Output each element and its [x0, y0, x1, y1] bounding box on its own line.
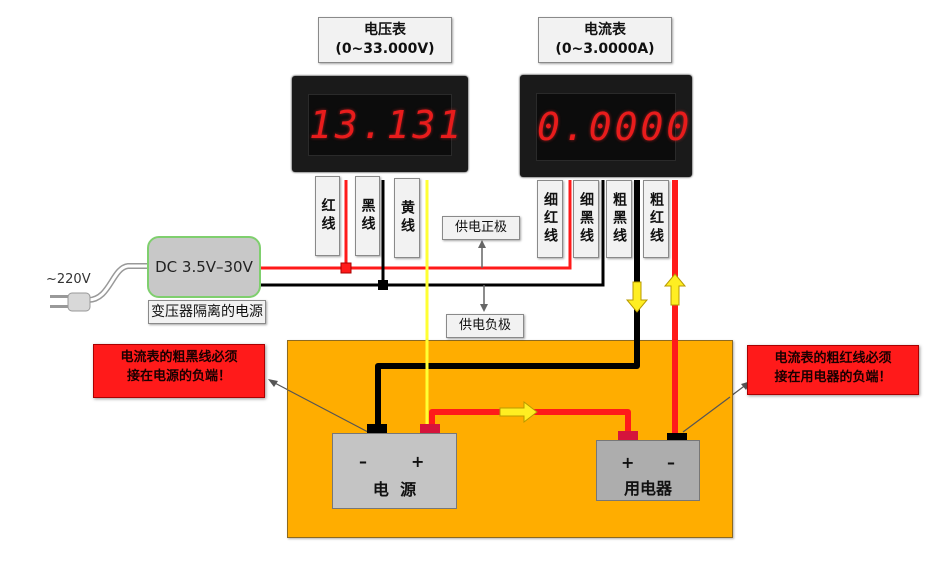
down-arrow-icon — [625, 281, 649, 313]
load-label: 用电器 — [623, 479, 672, 498]
left-warning-line-2: 接在电源的负端！ — [126, 369, 231, 384]
red-junction — [340, 262, 352, 274]
red-supply-wire — [261, 180, 572, 270]
source-minus-sign: – — [359, 452, 367, 471]
voltmeter-wire-label-black: 黑线 — [355, 176, 380, 256]
left-warning-line-1: 电流表的粗黑线必须 — [120, 350, 238, 365]
negative-supply-label: 供电负极 — [446, 314, 524, 338]
voltmeter-wire-label-yellow: 黄线 — [394, 178, 420, 258]
ammeter: 0.0000 — [520, 75, 692, 177]
voltmeter-range: (0~33.000V) — [335, 41, 435, 57]
load-plus-sign: + — [621, 453, 635, 472]
ammeter-reading: 0.0000 — [537, 105, 693, 149]
ac-input-label: ~220V — [46, 272, 91, 287]
black-supply-wire — [261, 180, 605, 287]
voltmeter: 13.131 — [292, 76, 468, 172]
source-label: 电 源 — [372, 480, 417, 499]
right-warning-line-2: 接在用电器的负端！ — [774, 370, 892, 385]
load-device: + – 用电器 — [596, 440, 700, 501]
ammeter-wire-label-thin-black: 细黑线 — [573, 180, 599, 258]
voltmeter-title-box: 电压表 (0~33.000V) — [318, 17, 452, 63]
load-minus-sign: – — [667, 453, 675, 472]
load-negative-terminal — [667, 433, 687, 443]
ammeter-range: (0~3.0000A) — [555, 41, 655, 57]
voltmeter-reading: 13.131 — [309, 103, 465, 147]
ammeter-title: 电流表 — [584, 22, 626, 38]
black-junction — [378, 280, 388, 290]
down-pointer-icon — [480, 304, 488, 312]
dc-power-supply: DC 3.5V–30V — [147, 236, 261, 298]
source-plus-sign: + — [411, 452, 425, 471]
ammeter-wire-label-thin-red: 细红线 — [537, 180, 563, 258]
voltmeter-wire-label-red: 红线 — [315, 176, 340, 256]
load-positive-terminal — [618, 431, 638, 441]
voltmeter-title: 电压表 — [364, 22, 406, 38]
ammeter-wire-label-thick-red: 粗红线 — [643, 180, 669, 258]
right-warning: 电流表的粗红线必须 接在用电器的负端！ — [747, 345, 919, 395]
left-warning: 电流表的粗黑线必须 接在电源的负端！ — [93, 344, 265, 398]
power-source: – + 电 源 — [332, 433, 457, 509]
left-warning-pointer-icon — [268, 379, 278, 387]
up-pointer-icon — [478, 240, 486, 248]
plug-body — [67, 292, 91, 312]
right-warning-line-1: 电流表的粗红线必须 — [774, 351, 892, 366]
source-negative-terminal — [367, 424, 387, 434]
positive-supply-label: 供电正极 — [442, 216, 520, 240]
ammeter-wire-label-thick-black: 粗黑线 — [606, 180, 632, 258]
supply-caption: 变压器隔离的电源 — [148, 300, 266, 324]
ammeter-title-box: 电流表 (0~3.0000A) — [538, 17, 672, 63]
up-arrow-icon — [663, 273, 687, 306]
source-positive-terminal — [420, 424, 440, 434]
dc-supply-label: DC 3.5V–30V — [155, 258, 253, 276]
